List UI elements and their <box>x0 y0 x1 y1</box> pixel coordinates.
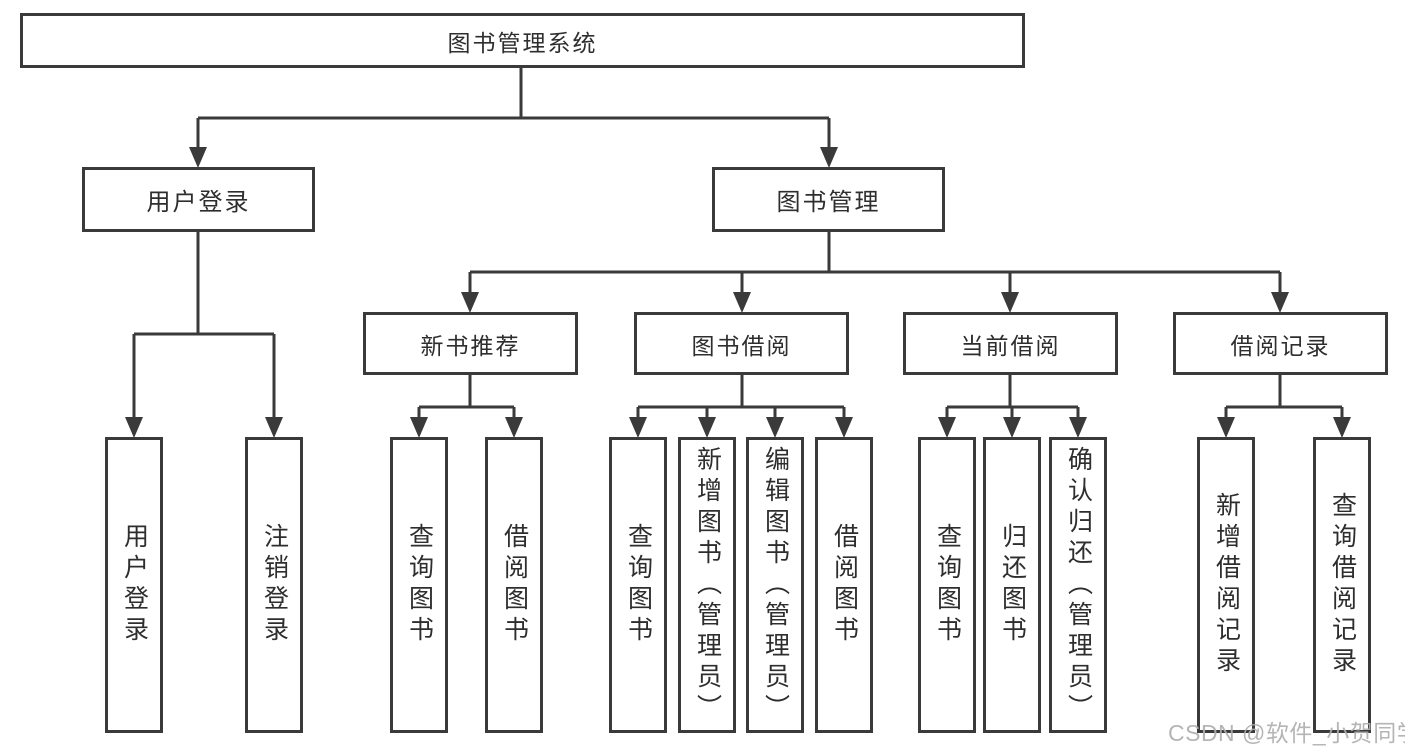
leaf-borrow-add-books-admin: 新增图书（管理员） <box>678 437 736 733</box>
node-new-book-recommend: 新书推荐 <box>363 312 578 375</box>
leaf-user-login: 用户登录 <box>105 437 163 733</box>
leaf-newrec-query-books: 查询图书 <box>390 437 448 733</box>
node-borrowing-records: 借阅记录 <box>1173 312 1388 375</box>
leaf-records-add-record: 新增借阅记录 <box>1197 437 1255 733</box>
leaf-current-query-books: 查询图书 <box>918 437 976 733</box>
leaf-borrow-edit-books-admin: 编辑图书（管理员） <box>746 437 804 733</box>
leaf-logout: 注销登录 <box>245 437 303 733</box>
leaf-borrow-query-books: 查询图书 <box>609 437 667 733</box>
node-root: 图书管理系统 <box>20 13 1025 68</box>
node-current-borrowing: 当前借阅 <box>903 312 1118 375</box>
leaf-borrow-borrow-books: 借阅图书 <box>815 437 873 733</box>
node-book-management: 图书管理 <box>712 167 945 232</box>
arrowheads <box>125 147 1351 438</box>
leaf-current-return-books: 归还图书 <box>983 437 1041 733</box>
leaf-newrec-borrow-books: 借阅图书 <box>485 437 543 733</box>
leaf-records-query-record: 查询借阅记录 <box>1313 437 1371 733</box>
node-user-login: 用户登录 <box>82 167 315 232</box>
leaf-current-confirm-return-admin: 确认归还（管理员） <box>1049 437 1107 733</box>
node-book-borrowing: 图书借阅 <box>634 312 849 375</box>
